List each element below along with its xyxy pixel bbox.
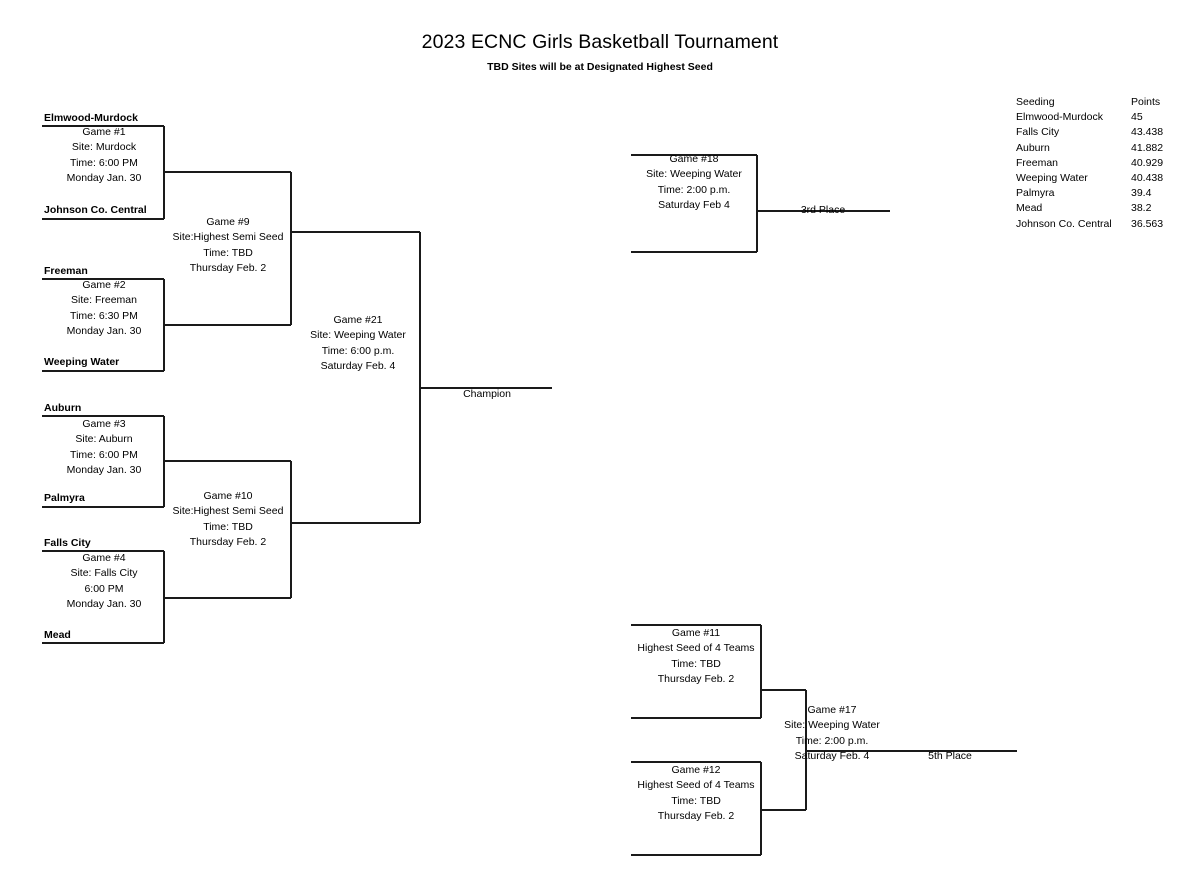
team-label-palmyra: Palmyra: [44, 492, 85, 504]
game-block-21: Game #21 Site: Weeping Water Time: 6:00 …: [297, 313, 419, 375]
game-1-date: Monday Jan. 30: [66, 172, 142, 185]
game-18-site: Site: Weeping Water: [646, 168, 742, 181]
page-title: 2023 ECNC Girls Basketball Tournament: [421, 31, 779, 53]
seeding-header-points: Points: [1131, 96, 1161, 108]
seeding-points: 38.2: [1131, 202, 1152, 215]
game-block-17: Game #17 Site: Weeping Water Time: 2:00 …: [768, 703, 896, 765]
game-block-1: Game #1 Site: Murdock Time: 6:00 PM Mond…: [44, 125, 164, 187]
seeding-points: 43.438: [1131, 126, 1164, 139]
game-17-name: Game #17: [807, 704, 857, 716]
game-block-10: Game #10 Site:Highest Semi Seed Time: TB…: [165, 489, 291, 551]
seeding-row: Freeman 40.929: [1016, 156, 1163, 171]
game-1-name: Game #1: [82, 126, 126, 138]
team-label-auburn: Auburn: [44, 402, 82, 414]
game-9-site: Site:Highest Semi Seed: [172, 231, 284, 244]
game-4-name: Game #4: [82, 552, 126, 564]
game-11-time: Time: TBD: [671, 657, 721, 670]
game-4-date: Monday Jan. 30: [66, 598, 142, 611]
team-label-elmwood-murdock: Elmwood-Murdock: [44, 112, 138, 124]
game-21-date: Saturday Feb. 4: [320, 360, 396, 373]
game-21-time: Time: 6:00 p.m.: [321, 344, 395, 357]
seeding-row: Johnson Co. Central 36.563: [1016, 217, 1163, 232]
seeding-points: 40.438: [1131, 171, 1164, 184]
game-2-site: Site: Freeman: [71, 294, 137, 307]
team-label-mead: Mead: [44, 629, 71, 641]
seeding-table-header: Seeding Points: [1016, 95, 1163, 110]
seeding-points: 36.563: [1131, 217, 1164, 230]
game-block-9: Game #9 Site:Highest Semi Seed Time: TBD…: [165, 215, 291, 277]
game-21-site: Site: Weeping Water: [310, 329, 406, 342]
seeding-row: Weeping Water 40.438: [1016, 171, 1163, 186]
seeding-row: Auburn 41.882: [1016, 141, 1163, 156]
game-12-site: Highest Seed of 4 Teams: [637, 779, 755, 792]
seeding-row: Elmwood-Murdock 45: [1016, 110, 1163, 125]
game-3-site: Site: Auburn: [75, 433, 133, 446]
seeding-team: Falls City: [1016, 126, 1060, 139]
game-3-time: Time: 6:00 PM: [70, 448, 138, 461]
game-1-site: Site: Murdock: [71, 141, 137, 154]
game-18-time: Time: 2:00 p.m.: [657, 183, 731, 196]
game-block-12: Game #12 Highest Seed of 4 Teams Time: T…: [631, 763, 761, 825]
game-3-date: Monday Jan. 30: [66, 464, 142, 477]
game-21-name: Game #21: [333, 314, 383, 326]
game-17-site: Site: Weeping Water: [784, 719, 880, 732]
third-place-label: 3rd Place: [800, 204, 846, 216]
team-label-freeman: Freeman: [44, 265, 88, 277]
seeding-row: Palmyra 39.4: [1016, 186, 1163, 201]
game-2-name: Game #2: [82, 279, 126, 291]
team-label-falls-city: Falls City: [44, 537, 91, 549]
seeding-points: 40.929: [1131, 156, 1164, 169]
game-block-2: Game #2 Site: Freeman Time: 6:30 PM Mond…: [44, 278, 164, 340]
game-3-name: Game #3: [82, 418, 126, 430]
champion-label: Champion: [463, 388, 511, 400]
team-label-weeping-water: Weeping Water: [44, 356, 120, 368]
game-10-time: Time: TBD: [203, 520, 253, 533]
seeding-points: 45: [1131, 111, 1143, 124]
seeding-team: Freeman: [1016, 156, 1059, 169]
game-4-site: Site: Falls City: [70, 567, 138, 580]
game-12-time: Time: TBD: [671, 794, 721, 807]
game-18-name: Game #18: [669, 153, 719, 165]
seeding-points: 39.4: [1131, 187, 1152, 200]
game-block-3: Game #3 Site: Auburn Time: 6:00 PM Monda…: [44, 417, 164, 479]
game-17-date: Saturday Feb. 4: [794, 750, 870, 763]
seeding-points: 41.882: [1131, 141, 1164, 154]
game-18-date: Saturday Feb 4: [658, 199, 730, 212]
game-10-site: Site:Highest Semi Seed: [172, 505, 284, 518]
game-9-time: Time: TBD: [203, 246, 253, 259]
seeding-team: Palmyra: [1016, 187, 1055, 200]
game-1-time: Time: 6:00 PM: [70, 156, 138, 169]
game-block-4: Game #4 Site: Falls City 6:00 PM Monday …: [44, 551, 164, 613]
team-label-johnson-co-central: Johnson Co. Central: [44, 204, 147, 216]
game-9-date: Thursday Feb. 2: [189, 262, 267, 275]
seeding-table: Seeding Points Elmwood-Murdock 45 Falls Ci…: [1016, 95, 1163, 232]
seeding-team: Weeping Water: [1016, 171, 1088, 184]
seeding-team: Mead: [1016, 202, 1043, 215]
game-12-name: Game #12: [671, 764, 721, 776]
game-11-date: Thursday Feb. 2: [657, 673, 735, 686]
game-block-11: Game #11 Highest Seed of 4 Teams Time: T…: [631, 626, 761, 688]
game-2-time: Time: 6:30 PM: [70, 309, 138, 322]
seeding-team: Johnson Co. Central: [1016, 217, 1112, 230]
game-11-site: Highest Seed of 4 Teams: [637, 642, 755, 655]
seeding-team: Auburn: [1016, 141, 1050, 154]
game-10-name: Game #10: [203, 490, 253, 502]
game-4-time: 6:00 PM: [84, 582, 124, 595]
seeding-row: Mead 38.2: [1016, 201, 1163, 216]
game-10-date: Thursday Feb. 2: [189, 536, 267, 549]
game-2-date: Monday Jan. 30: [66, 325, 142, 338]
seeding-header-team: Seeding: [1016, 96, 1055, 108]
game-17-time: Time: 2:00 p.m.: [795, 734, 869, 747]
fifth-place-label: 5th Place: [928, 750, 972, 762]
game-9-name: Game #9: [206, 216, 250, 228]
page-subtitle: TBD Sites will be at Designated Highest …: [487, 61, 713, 73]
seeding-row: Falls City 43.438: [1016, 125, 1163, 140]
seeding-team: Elmwood-Murdock: [1016, 111, 1103, 124]
game-12-date: Thursday Feb. 2: [657, 810, 735, 823]
game-block-18: Game #18 Site: Weeping Water Time: 2:00 …: [631, 152, 757, 214]
game-11-name: Game #11: [671, 627, 721, 639]
